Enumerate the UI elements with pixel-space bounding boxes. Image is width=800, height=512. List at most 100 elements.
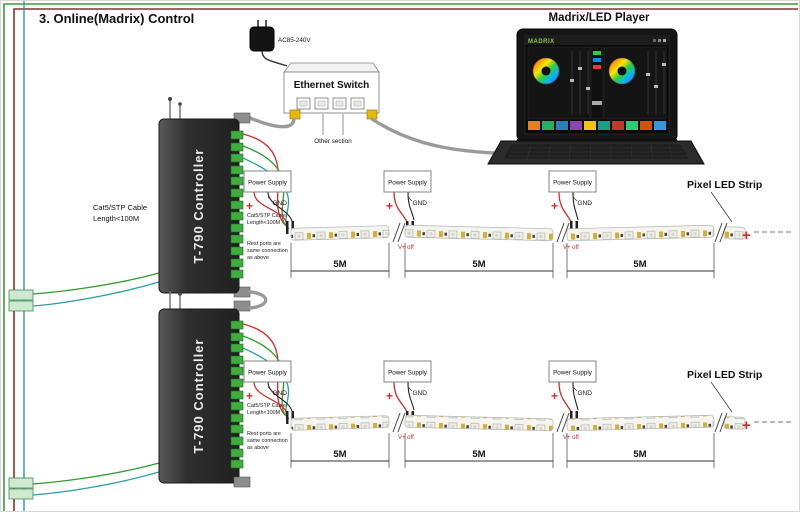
strip-junction [575,221,578,234]
fader-knob [578,67,582,70]
fader-knob [586,87,590,90]
cat5-length-label-line1: Cat5/STP Cable [93,203,147,212]
adapter-body [249,26,275,52]
row1-bus-terminal-block [8,289,34,301]
row2-rest-note-line1: Rest ports are [247,431,281,437]
strip-junction [291,221,294,234]
fader-knob [654,85,658,88]
led-strip-segment [290,225,390,241]
power-supply-label: Power Supply [553,370,593,377]
segment-length-label: 5M [633,449,646,460]
fader-knob [662,63,666,66]
row1-cat5-in-connector [233,112,251,124]
fader-tracks-right [647,51,665,114]
row1-bus-terminal-block [8,300,34,312]
row2-terminal-blocks [230,320,244,469]
led-strip-segment [404,414,554,432]
madrix-left-deck [527,46,591,120]
antenna-tip [178,102,182,106]
gnd-wire [267,191,293,222]
ac-adapter: AC85-240V [249,20,311,67]
gnd-label: GND [413,390,428,397]
gnd-label: GND [413,200,428,207]
v-plus-off-label: V+ off [563,245,579,251]
adapter-label: AC85-240V [278,37,311,44]
row1-power-supply-3: Power Supply + GND V+ off [548,170,597,251]
row2-power-supply-1: Power Supply + GND [243,360,294,424]
fader-tracks-left [571,51,589,114]
row2-dimensions: 5M 5M 5M [290,433,715,468]
power-supply-box [383,170,432,193]
rj45-port-pins [317,100,326,107]
cat5-length-label-line2: Length<100M [93,214,139,223]
row2-out-connector [233,476,251,488]
strip-junction [291,411,294,424]
window-control [663,39,666,42]
power-supply-label: Power Supply [388,370,428,377]
row1-led-strip [290,222,746,243]
v-plus-wire [393,191,408,223]
row1-power-supply-1: Power Supply + GND [243,170,294,234]
row2-pixel-strip-label: Pixel LED Strip [687,369,762,381]
v-plus-off-label: V+ off [398,435,414,441]
row1-terminal-blocks [230,130,244,279]
madrix-brand: MADRIX [528,39,555,45]
row1-cable-note-line2: Length<100M [247,220,281,226]
v-plus-off-label: V+ off [398,245,414,251]
v-plus-mark: + [386,199,393,213]
segment-length-label: 5M [633,259,646,270]
led-strip-segment [290,415,390,431]
gnd-leader [572,196,578,202]
row2-return-wire-green [32,462,160,485]
v-plus-off-label: V+ off [563,435,579,441]
strip-junction [286,411,289,424]
break-mark [714,222,728,243]
led-strip-segment [404,224,554,242]
row1-pixel-strip-leader [710,191,733,223]
madrix-right-deck [603,46,667,120]
gnd-label: GND [273,390,288,397]
led-strip-segment [723,226,746,240]
row2-strip-end-plus: + [742,417,751,434]
mixer-button [593,51,601,55]
color-wheel-right-hub [617,66,627,76]
row1-rest-note-line3: as above [247,255,269,261]
player-label: Madrix/LED Player [549,12,651,24]
row1-rest-note-line2: same connection [247,248,288,254]
antenna-tip [168,97,172,101]
power-supply-label: Power Supply [248,180,288,187]
gnd-leader [407,386,413,392]
row1-cable-note-line1: Cat5/STP Cable [247,213,286,219]
fader-knob [646,73,650,76]
row2-led-strip [290,412,746,433]
power-supply-box [548,360,597,383]
gnd-leader [407,196,413,202]
row2-cable-note-line1: Cat5/STP Cable [247,403,286,409]
row2-rest-note-line3: as above [247,445,269,451]
row2-bus-terminal-block [8,488,34,500]
row2-in-connector [233,300,251,312]
gnd-wire [407,381,415,411]
other-section-label: Other section [314,138,352,145]
rj45-port-pins [335,100,344,107]
fader-knob [570,79,574,82]
mixer-button [593,58,601,62]
segment-length-label: 5M [333,259,346,270]
v-plus-mark: + [551,389,558,403]
row1-rest-note-line1: Rest ports are [247,241,281,247]
v-plus-wire [253,191,288,224]
rj45-port-pins [353,100,362,107]
break-mark [556,412,570,433]
segment-length-label: 5M [472,259,485,270]
row2-power-supply-2: Power Supply + GND V+ off [383,360,432,441]
v-plus-wire [393,381,408,413]
row1-controller: T-790 Controller [158,97,251,294]
switch-top-face [283,62,380,73]
preview-thumbnails [528,121,666,130]
gnd-leader [267,386,273,392]
gnd-leader [572,386,578,392]
bus-wire-maroon [13,8,798,511]
row2-cable-note-line2: Length<100M [247,410,281,416]
window-control [658,39,661,42]
